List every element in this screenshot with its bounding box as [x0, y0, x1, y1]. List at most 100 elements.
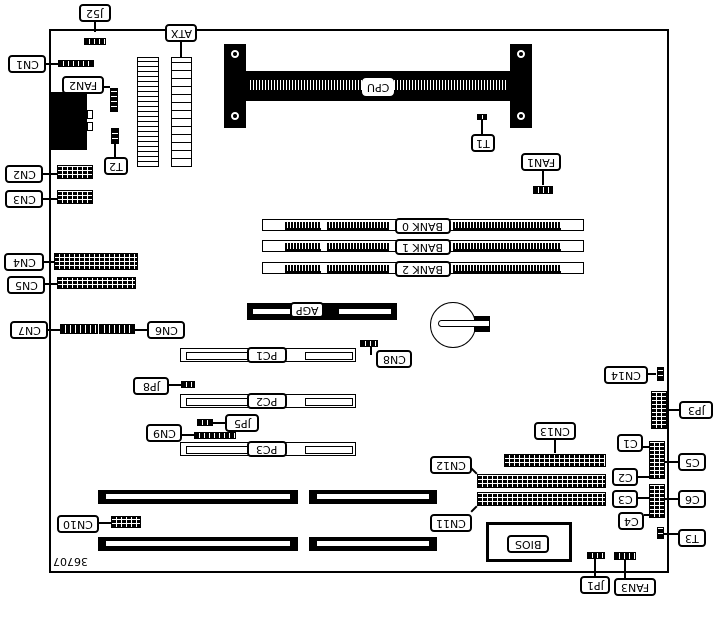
leader-cn3 [43, 198, 57, 200]
jumper-jp5 [197, 419, 213, 426]
label-t1-text: T1 [476, 137, 490, 150]
sensor-t3 [657, 527, 664, 539]
leader-jp3 [667, 409, 679, 411]
label-jp3: JP3 [679, 401, 713, 419]
connector-fan1 [533, 186, 553, 194]
label-pc2: PC2 [247, 393, 287, 409]
rear-io-port-2 [87, 122, 93, 131]
label-c4: C4 [618, 512, 644, 530]
label-cn3: CN3 [5, 190, 43, 208]
label-bank2-text: BANK 2 [402, 263, 444, 276]
connector-cn7 [60, 324, 98, 334]
label-cn5-text: CN5 [14, 279, 38, 292]
connector-cn12 [477, 474, 606, 488]
connector-fan2 [110, 88, 118, 112]
label-jp1-text: JP1 [586, 579, 604, 592]
jumper-j52 [84, 38, 106, 45]
label-atx-text: ATX [170, 27, 192, 40]
label-cn6-text: CN6 [154, 324, 178, 337]
label-bank2: BANK 2 [395, 261, 451, 277]
leader-cn14 [648, 373, 656, 375]
label-cn1-text: CN1 [15, 58, 39, 71]
connector-cn4 [54, 253, 138, 270]
jumper-block-c1-c2-c5 [649, 441, 665, 479]
label-cn1: CN1 [8, 55, 46, 73]
connector-cn14 [657, 367, 664, 381]
label-t2: T2 [104, 157, 128, 175]
atx-connector-left [137, 57, 159, 167]
leader-fan1 [542, 169, 544, 185]
label-t1: T1 [471, 134, 495, 152]
label-cn12-text: CN12 [436, 459, 466, 472]
label-j52-text: J52 [86, 7, 104, 20]
dimm-pins [327, 243, 389, 251]
label-jp1: JP1 [580, 576, 610, 594]
leader-cn5 [45, 283, 57, 285]
label-c4-text: C4 [623, 515, 639, 528]
leader-jp8 [169, 384, 181, 386]
label-agp: AGP [290, 302, 324, 318]
label-cn2: CN2 [5, 165, 43, 183]
label-bios: BIOS [507, 535, 549, 553]
isa-slot-1 [98, 490, 298, 504]
label-bank0: BANK 0 [395, 218, 451, 234]
label-jp3-text: JP3 [687, 404, 705, 417]
leader-t3 [664, 533, 678, 535]
connector-cn13 [504, 454, 606, 467]
agp-slot-opening [339, 309, 391, 314]
jumper-block-c3-c4-c6 [649, 484, 665, 518]
pci-slot-opening [305, 398, 353, 406]
label-cn11: CN11 [430, 514, 472, 532]
label-jp5: JP5 [225, 414, 259, 432]
atx-power-connector [171, 57, 192, 167]
leader-atx [180, 40, 182, 57]
leader-c4 [644, 514, 649, 516]
label-c3: C3 [612, 490, 638, 508]
leader-cn6 [135, 329, 147, 331]
battery-holder-pin [438, 320, 490, 327]
label-cn4-text: CN4 [12, 256, 36, 269]
leader-cn13 [554, 438, 556, 453]
connector-cn6 [99, 324, 135, 334]
leader-cn2 [43, 173, 57, 175]
label-fan1: FAN1 [521, 153, 561, 171]
connector-cn3 [57, 190, 93, 204]
label-cn10-text: CN10 [63, 518, 93, 531]
label-cn12: CN12 [430, 456, 472, 474]
leader-t1 [481, 120, 483, 134]
isa-slot-opening [106, 494, 290, 499]
label-c2: C2 [612, 468, 638, 486]
cpu-mount-right-top [510, 44, 532, 72]
label-cn4: CN4 [4, 253, 44, 271]
dimm-pins [327, 265, 389, 273]
cpu-mount-left-top [224, 44, 246, 72]
isa-slot-2 [309, 490, 437, 504]
label-fan3: FAN3 [614, 578, 656, 596]
leader-t2 [114, 144, 116, 158]
label-bank1: BANK 1 [395, 239, 451, 255]
label-c3-text: C3 [617, 493, 633, 506]
leader-c6 [665, 498, 678, 500]
isa-slot-opening [106, 541, 290, 546]
jumper-jp3 [651, 391, 667, 429]
leader-cn7 [48, 329, 60, 331]
label-c5-text: C5 [684, 456, 700, 469]
mount-hole [231, 112, 239, 120]
label-fan3-text: FAN3 [620, 581, 650, 594]
dimm-pins [285, 243, 321, 251]
label-jp5-text: JP5 [233, 417, 251, 430]
label-jp8: JP8 [133, 377, 169, 395]
label-cn2-text: CN2 [12, 168, 36, 181]
pci-slot-opening [305, 446, 353, 454]
leader-fan3 [624, 560, 626, 578]
connector-cn11 [477, 492, 606, 506]
dimm-pins [453, 222, 561, 230]
label-pc3-text: PC3 [256, 443, 278, 456]
figure-number-text: 36707 [53, 555, 88, 568]
leader-cn10 [99, 522, 111, 524]
label-c5: C5 [678, 453, 706, 471]
sensor-t2 [111, 128, 119, 144]
label-cn3-text: CN3 [12, 193, 36, 206]
isa-slot-3 [98, 537, 298, 551]
connector-cn8 [360, 340, 378, 347]
